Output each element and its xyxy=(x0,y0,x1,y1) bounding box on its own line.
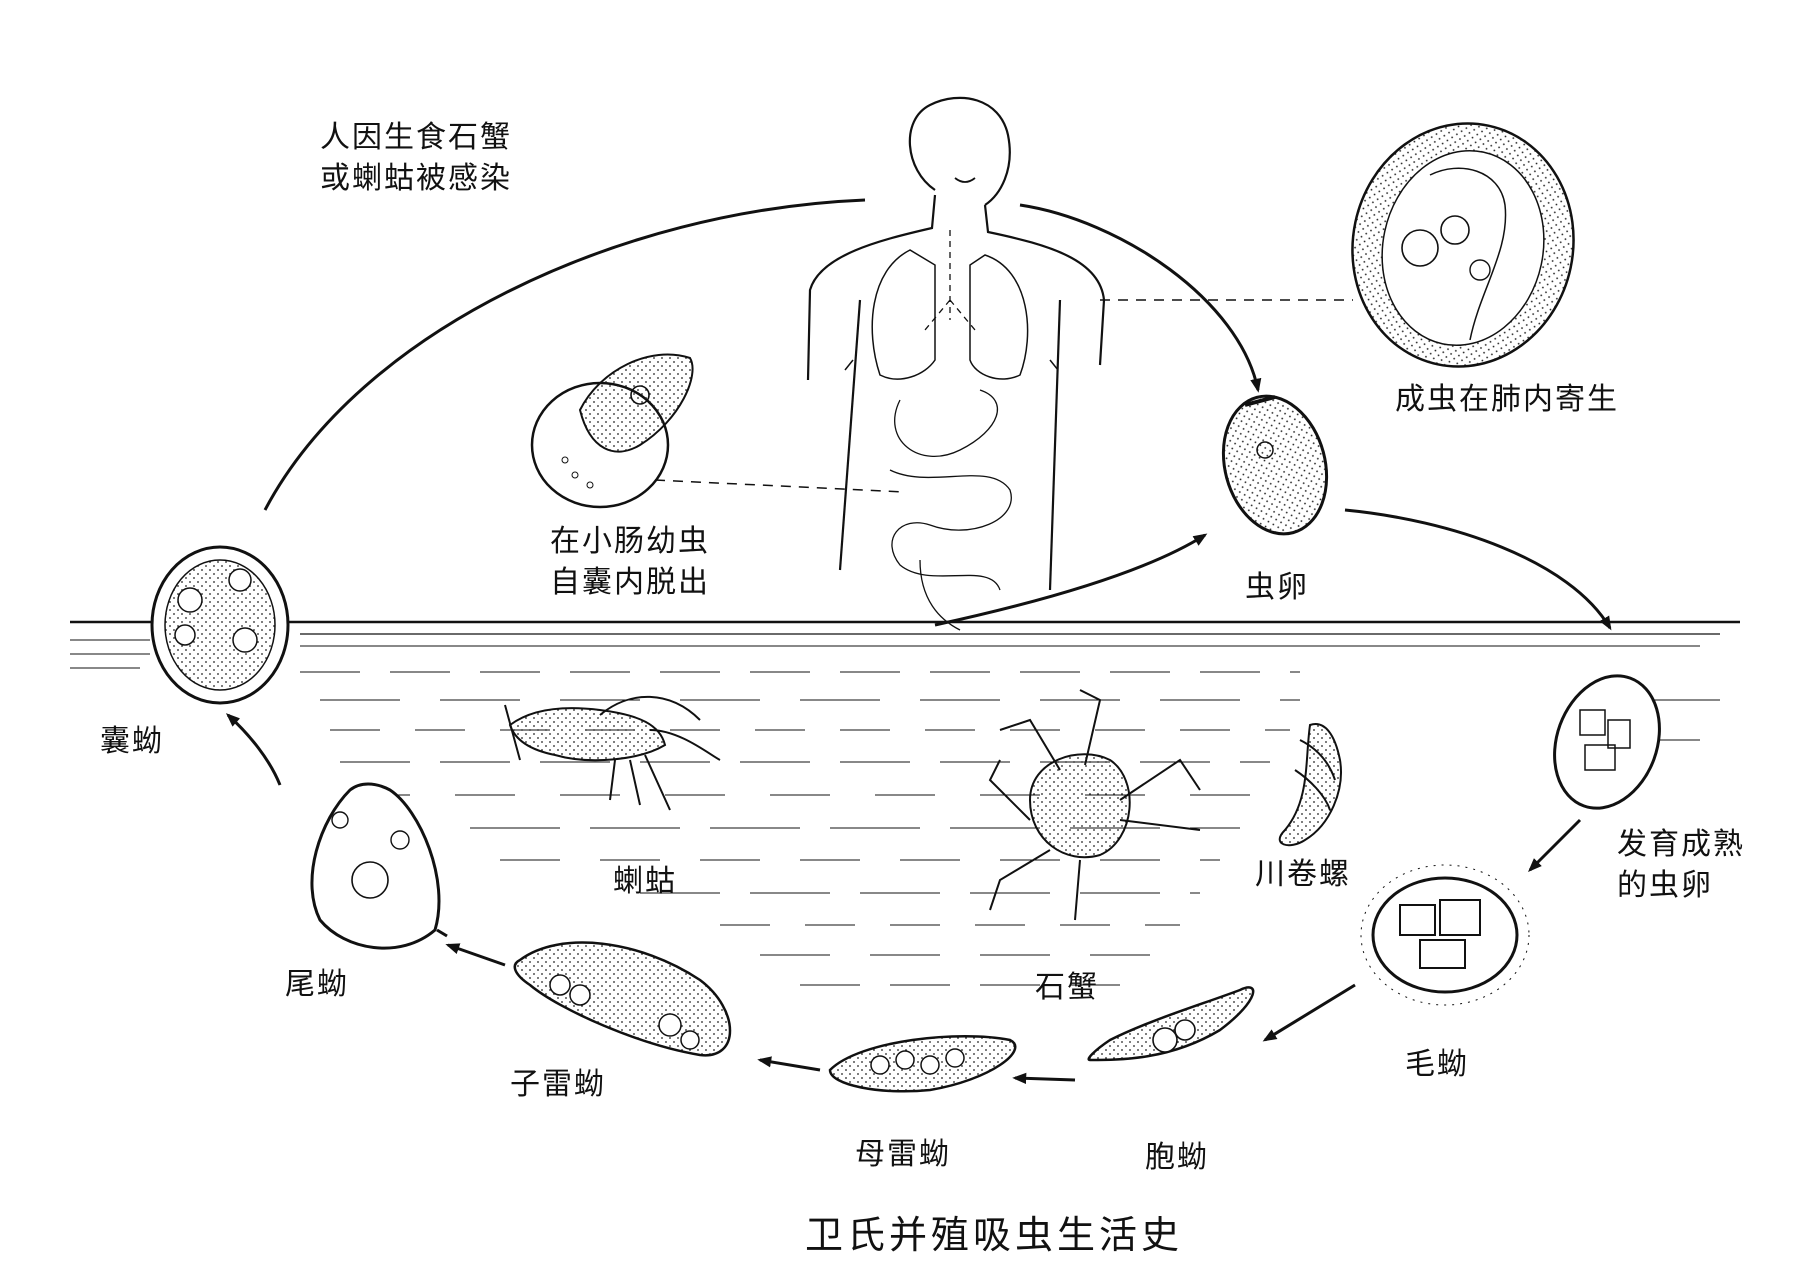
excysting-juvenile xyxy=(530,353,694,509)
life-cycle-arrows xyxy=(225,198,1612,1084)
crab xyxy=(988,689,1201,921)
infection-label-line1: 人因生食石蟹 xyxy=(320,120,512,155)
mature-egg-label: 发育成熟 的虫卵 xyxy=(1617,825,1745,906)
snail-label: 川卷螺 xyxy=(1255,857,1351,892)
egg xyxy=(1221,394,1329,536)
mother-redia xyxy=(828,1035,1017,1093)
infection-label: 人因生食石蟹 或蝲蛄被感染 xyxy=(320,118,512,199)
cercaria-label: 尾蚴 xyxy=(285,967,349,1002)
cercaria xyxy=(310,782,448,950)
metacercaria xyxy=(150,545,290,705)
human-figure xyxy=(806,96,1106,631)
egg-label: 虫卵 xyxy=(1245,570,1309,605)
mother-redia-label: 母雷蚴 xyxy=(855,1137,951,1172)
adult-label: 成虫在肺内寄生 xyxy=(1395,382,1619,417)
daughter-redia-label: 子雷蚴 xyxy=(510,1067,606,1102)
crayfish-label: 蝲蛄 xyxy=(613,864,677,899)
crab-label: 石蟹 xyxy=(1035,970,1099,1005)
snail xyxy=(1278,723,1342,847)
metacercaria-label: 囊蚴 xyxy=(100,724,164,759)
diagram-title: 卫氏并殖吸虫生活史 xyxy=(805,1213,1184,1257)
mature-egg-label-line2: 的虫卵 xyxy=(1617,867,1713,903)
excyst-pointer-line xyxy=(654,479,906,493)
adult-fluke-egg-shaped xyxy=(1351,122,1575,368)
miracidium-label: 毛蚴 xyxy=(1405,1047,1469,1082)
sporocyst-label: 胞蚴 xyxy=(1145,1140,1209,1175)
excyst-label-line2: 自囊内脱出 xyxy=(550,564,710,600)
daughter-redia xyxy=(513,941,732,1057)
infection-label-line2: 或蝲蛄被感染 xyxy=(320,160,512,196)
mature-egg-label-line1: 发育成熟 xyxy=(1617,827,1745,862)
mature-egg xyxy=(1553,674,1661,810)
excyst-label: 在小肠幼虫 自囊内脱出 xyxy=(550,522,710,603)
sporocyst xyxy=(1087,986,1255,1062)
excyst-label-line1: 在小肠幼虫 xyxy=(550,524,710,559)
crayfish xyxy=(504,695,721,811)
miracidium xyxy=(1360,864,1530,1006)
